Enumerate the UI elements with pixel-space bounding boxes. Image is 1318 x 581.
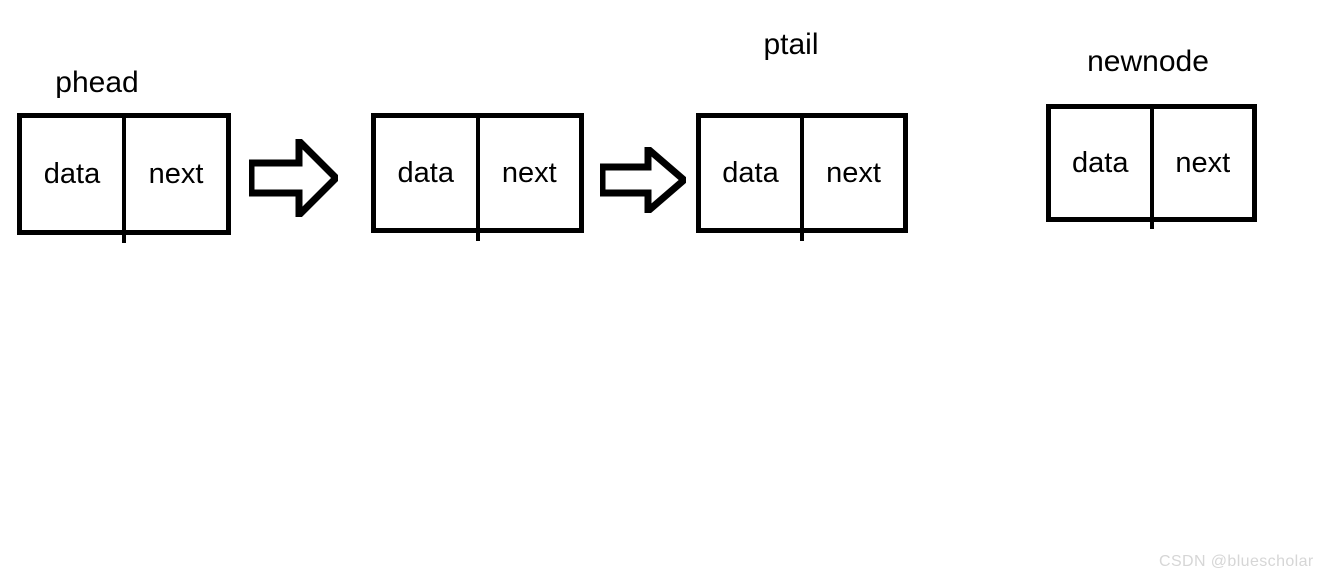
node-data-cell: data <box>701 118 804 228</box>
node-next-cell: next <box>826 156 881 189</box>
node-next-cell: next <box>501 156 557 189</box>
arrow-node2-to-ptail-icon <box>598 141 690 219</box>
node-data-cell: data <box>1051 109 1154 217</box>
node-data-cell: data <box>22 118 126 230</box>
node-divider-tick <box>122 231 126 243</box>
node-divider-tick <box>800 229 804 241</box>
arrow-phead-to-node2-icon <box>247 132 341 224</box>
node-divider-tick <box>476 229 480 241</box>
node-label-newnode: newnode <box>1087 45 1209 78</box>
node-label-phead: phead <box>55 66 139 99</box>
list-node-newnode: data next <box>1046 104 1257 222</box>
list-node-ptail: data next <box>696 113 908 233</box>
node-label-ptail: ptail <box>763 28 819 61</box>
node-next-cell: next <box>1175 146 1231 179</box>
node-next-cell: next <box>148 157 204 190</box>
csdn-watermark: CSDN @bluescholar <box>1159 553 1314 570</box>
list-node-middle: data next <box>371 113 584 233</box>
node-data-cell: data <box>376 118 480 228</box>
node-divider-tick <box>1150 218 1154 229</box>
list-node-phead: data next <box>17 113 231 235</box>
